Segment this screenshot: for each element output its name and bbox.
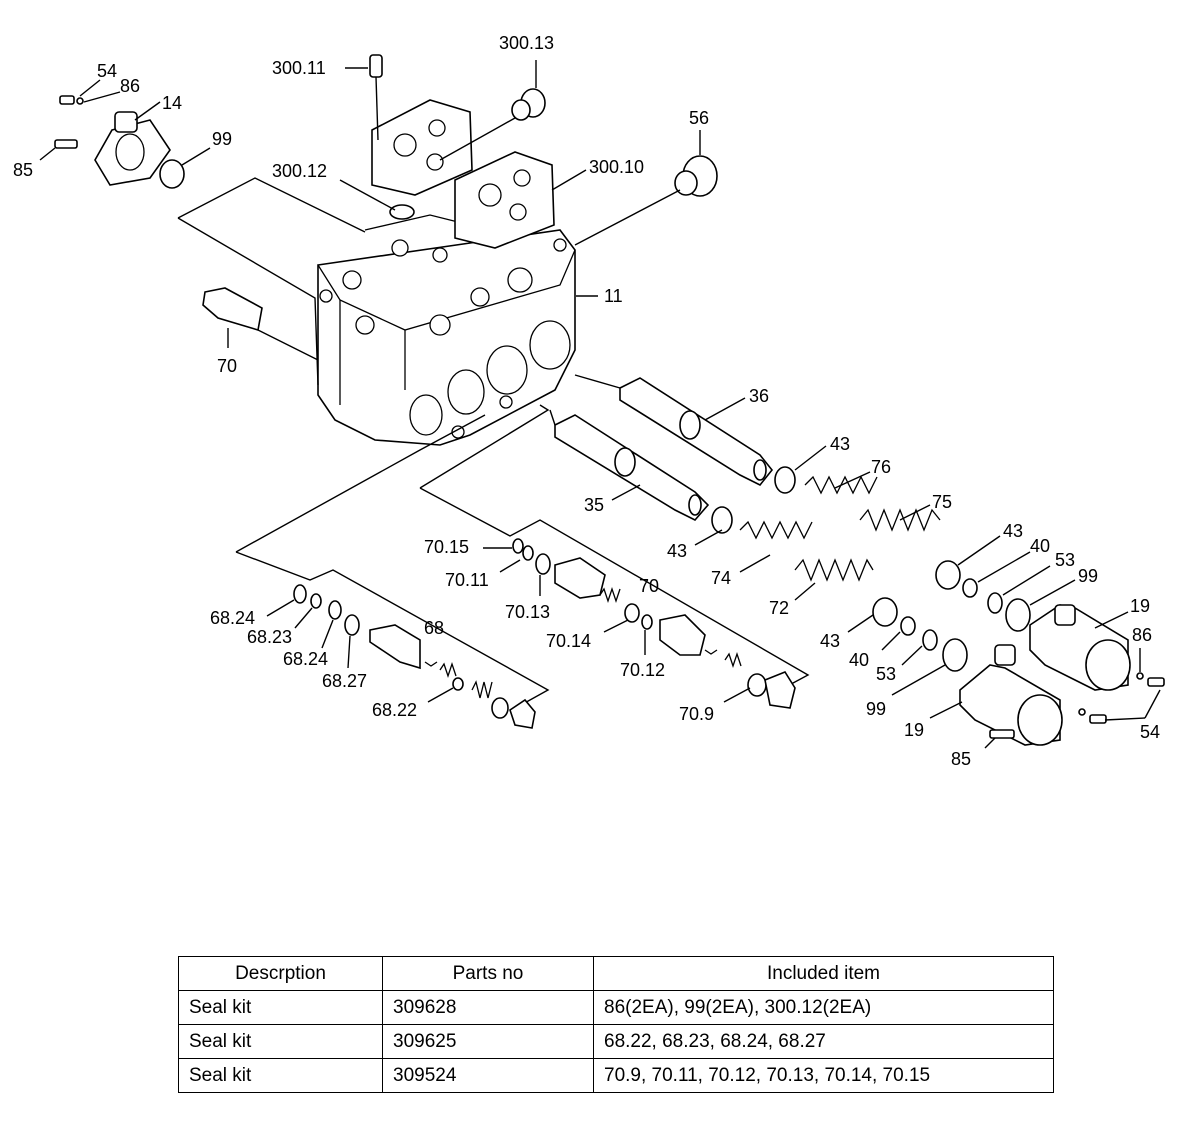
callout-36: 36 <box>749 386 769 406</box>
callout-86: 86 <box>120 76 140 96</box>
plug-300-13 <box>439 60 546 161</box>
callout-54: 54 <box>97 61 117 81</box>
table-row: Seal kit 309524 70.9, 70.11, 70.12, 70.1… <box>178 1058 1054 1093</box>
callout-53: 53 <box>1055 550 1075 570</box>
callout-300-10: 300.10 <box>589 157 644 177</box>
bolt-54-left <box>59 95 84 105</box>
ring-53-b <box>922 629 938 651</box>
valve-body-11 <box>317 214 576 446</box>
flange-14 <box>94 111 185 189</box>
callout-43: 43 <box>1003 521 1023 541</box>
callout-14: 14 <box>162 93 182 113</box>
callout-70-11: 70.11 <box>445 570 489 590</box>
callout-68-23: 68.23 <box>247 627 292 647</box>
callout-70-13: 70.13 <box>505 602 550 622</box>
retainer-43-c <box>935 560 961 590</box>
spring-75 <box>859 508 941 532</box>
retainer-43-b <box>711 506 733 534</box>
column-header-description: Descrption <box>178 956 383 991</box>
bolt-85-right <box>989 729 1015 739</box>
callout-76: 76 <box>871 457 891 477</box>
plug-56 <box>574 130 718 246</box>
retainer-43-a <box>774 466 796 494</box>
callout-300-12: 300.12 <box>272 161 327 181</box>
cell-description: Seal kit <box>178 990 383 1025</box>
callout-11: 11 <box>604 286 623 306</box>
bolt-85-left <box>54 139 78 149</box>
cover-block-300-11 <box>371 99 473 196</box>
callout-300-11: 300.11 <box>272 58 326 78</box>
table-header-row: Descrption Parts no Included item <box>178 956 1054 991</box>
callout-85: 85 <box>951 749 971 769</box>
table-row: Seal kit 309625 68.22, 68.23, 68.24, 68.… <box>178 1024 1054 1059</box>
column-header-parts-no: Parts no <box>382 956 594 991</box>
cell-description: Seal kit <box>178 1058 383 1093</box>
relief-assembly-68 <box>235 414 550 729</box>
callout-68: 68 <box>424 618 444 638</box>
cell-included-item: 86(2EA), 99(2EA), 300.12(2EA) <box>593 990 1054 1025</box>
callout-300-13: 300.13 <box>499 33 554 53</box>
callout-43: 43 <box>830 434 850 454</box>
callout-19: 19 <box>904 720 924 740</box>
callout-43: 43 <box>667 541 687 561</box>
callout-40: 40 <box>1030 536 1050 556</box>
callout-54: 54 <box>1140 722 1160 742</box>
callout-70: 70 <box>217 356 237 376</box>
cell-parts-no: 309625 <box>382 1024 594 1059</box>
callout-19: 19 <box>1130 596 1150 616</box>
callout-68-27: 68.27 <box>322 671 367 691</box>
callout-70-14: 70.14 <box>546 631 591 651</box>
cell-included-item: 70.9, 70.11, 70.12, 70.13, 70.14, 70.15 <box>593 1058 1054 1093</box>
cell-description: Seal kit <box>178 1024 383 1059</box>
callout-70: 70 <box>639 576 659 596</box>
callout-72: 72 <box>769 598 789 618</box>
bolt-86-right <box>1136 672 1165 687</box>
cell-parts-no: 309628 <box>382 990 594 1025</box>
callout-68-22: 68.22 <box>372 700 417 720</box>
cap-19-lower <box>959 644 1063 746</box>
bolt-300-11 <box>369 54 383 141</box>
ring-53-a <box>987 592 1003 614</box>
callout-35: 35 <box>584 495 604 515</box>
callout-labels: 54 86 14 85 99 300.11 300.13 56 300.12 3… <box>13 33 1160 769</box>
callout-75: 75 <box>932 492 952 512</box>
callout-99: 99 <box>1078 566 1098 586</box>
table-row: Seal kit 309628 86(2EA), 99(2EA), 300.12… <box>178 990 1054 1025</box>
callout-43: 43 <box>820 631 840 651</box>
cover-block-300-10 <box>454 151 555 249</box>
seal-kit-table: Descrption Parts no Included item Seal k… <box>178 956 1054 1093</box>
leader-lines <box>39 67 1161 749</box>
callout-53: 53 <box>876 664 896 684</box>
callout-70-12: 70.12 <box>620 660 665 680</box>
callout-40: 40 <box>849 650 869 670</box>
callout-85: 85 <box>13 160 33 180</box>
callout-70-15: 70.15 <box>424 537 469 557</box>
o-ring-300-12 <box>389 204 415 220</box>
relief-valve-70 <box>202 287 319 361</box>
exploded-parts-diagram: 54 86 14 85 99 300.11 300.13 56 300.12 3… <box>13 33 1165 769</box>
o-ring-99-b <box>1005 598 1031 632</box>
ring-40-b <box>900 616 916 636</box>
callout-74: 74 <box>711 568 731 588</box>
callout-56: 56 <box>689 108 709 128</box>
callout-99: 99 <box>866 699 886 719</box>
spring-72 <box>794 558 874 582</box>
column-header-included-item: Included item <box>593 956 1054 991</box>
callout-99: 99 <box>212 129 232 149</box>
callout-68-24: 68.24 <box>283 649 328 669</box>
bolt-54-right <box>1078 708 1107 724</box>
spool-36 <box>619 377 774 487</box>
callout-86: 86 <box>1132 625 1152 645</box>
spring-74 <box>739 520 813 540</box>
o-ring-99-c <box>942 638 968 672</box>
retainer-43-d <box>872 597 898 627</box>
callout-68-24: 68.24 <box>210 608 255 628</box>
relief-assembly-70 <box>419 404 810 709</box>
callout-70-9: 70.9 <box>679 704 714 724</box>
ring-40-a <box>962 578 978 598</box>
cell-included-item: 68.22, 68.23, 68.24, 68.27 <box>593 1024 1054 1059</box>
cell-parts-no: 309524 <box>382 1058 594 1093</box>
cap-19-upper <box>1029 604 1131 691</box>
spool-35 <box>554 414 710 521</box>
